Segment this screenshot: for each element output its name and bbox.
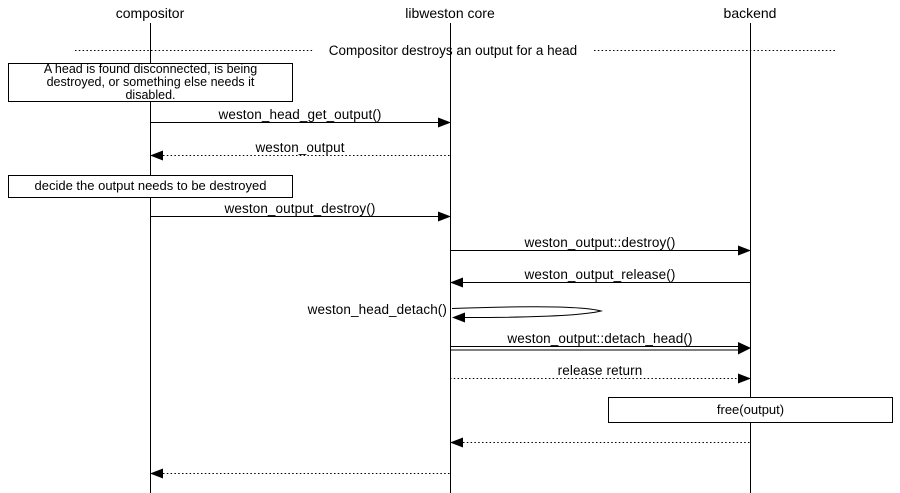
message-arrow-output-destroy — [150, 211, 451, 222]
participant-label-libweston-core: libweston core — [405, 5, 495, 21]
arrowhead-right — [738, 373, 751, 384]
arrowhead-left — [452, 312, 465, 323]
message-label-output-destroy: weston_output_destroy() — [224, 201, 376, 216]
divider-title: Compositor destroys an output for a head — [328, 43, 578, 58]
arrowhead-right — [738, 342, 751, 355]
note-line: destroyed, or something else needs it — [46, 75, 255, 90]
message-label-head-detach: weston_head_detach() — [307, 302, 447, 317]
arrowhead-left — [450, 437, 463, 448]
note-head-disconnected: A head is found disconnected, is being d… — [8, 63, 293, 102]
message-label-output-destroy-vfunc: weston_output::destroy() — [524, 235, 676, 250]
message-label-weston-output: weston_output — [255, 140, 345, 155]
note-line: disabled. — [125, 87, 176, 102]
arrowhead-left — [150, 150, 163, 161]
message-arrow-output-destroy-vfunc — [450, 245, 751, 256]
message-arrow-detach-head — [450, 342, 751, 355]
arrowhead-left — [150, 468, 163, 479]
message-label-release-return: release return — [557, 363, 643, 378]
note-decide-destroy: decide the output needs to be destroyed — [8, 175, 293, 198]
arrowhead-left — [450, 277, 463, 288]
arrowhead-right — [438, 211, 451, 222]
self-message-loop-head-detach — [451, 306, 603, 323]
note-line: A head is found disconnected, is being — [43, 62, 258, 77]
arrowhead-right — [438, 117, 451, 128]
message-arrow-backend-return — [450, 437, 750, 448]
message-arrow-release-return — [450, 373, 751, 384]
message-arrow-head-get-output — [150, 117, 451, 128]
message-arrow-core-return — [150, 468, 450, 479]
message-label-detach-head: weston_output::detach_head() — [507, 331, 693, 346]
arrowhead-right — [738, 245, 751, 256]
message-arrow-weston-output-return — [150, 150, 450, 161]
message-arrow-output-release — [450, 277, 750, 288]
message-label-output-release: weston_output_release() — [524, 267, 676, 282]
participant-label-compositor: compositor — [115, 5, 185, 21]
message-label-head-get-output: weston_head_get_output() — [218, 107, 382, 122]
participant-label-backend: backend — [723, 5, 777, 21]
note-free-output: free(output) — [608, 397, 893, 423]
